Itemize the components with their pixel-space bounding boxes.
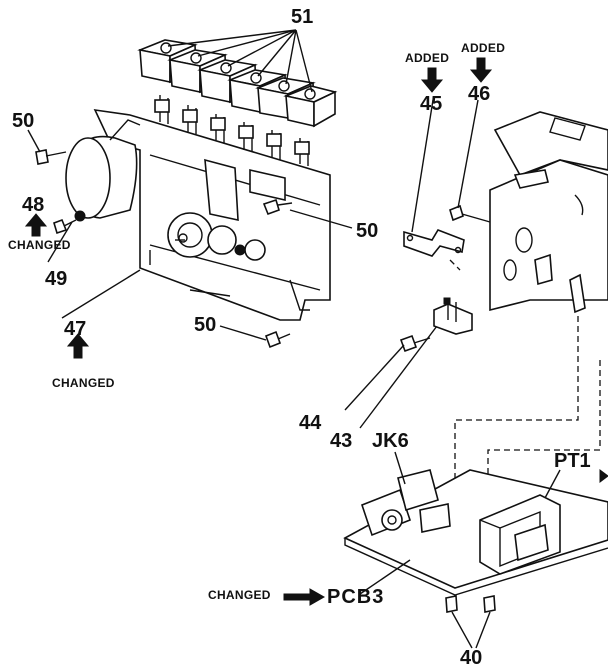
motor [65, 119, 141, 219]
arrow-changed-47 [66, 333, 90, 359]
callout-49: 49 [45, 268, 68, 290]
screw-50-bottom [264, 330, 291, 349]
screw-46 [449, 99, 491, 223]
label-pcb3: PCB3 [327, 586, 385, 608]
callout-50-top-left: 50 [12, 110, 35, 132]
screw-48 [53, 218, 77, 235]
tag-changed-pcb3: CHANGED [208, 588, 271, 602]
bracket-43 [433, 297, 473, 335]
tag-changed-47: CHANGED [52, 376, 115, 390]
callout-50-bottom: 50 [194, 314, 217, 336]
callout-50-right: 50 [356, 220, 379, 242]
pt1-leader [544, 469, 561, 499]
tag-added-46: ADDED [461, 41, 506, 55]
arrow-added-45 [420, 67, 444, 93]
callout-47: 47 [64, 318, 87, 340]
screws-40 [445, 595, 496, 649]
callout-45: 45 [420, 93, 443, 115]
arrow-changed-48 [24, 213, 48, 237]
callout-46: 46 [468, 83, 491, 105]
label-jk6: JK6 [372, 430, 409, 452]
callout-51-leaders [167, 29, 313, 93]
button-keycaps [137, 39, 338, 128]
screw-50-top-left [35, 149, 67, 165]
arrow-changed-pcb3 [283, 588, 326, 606]
label-pt1: PT1 [554, 450, 591, 472]
screw-44 [399, 334, 431, 353]
pcb3-board [343, 469, 608, 596]
tag-changed-48: CHANGED [8, 238, 71, 252]
arrow-pt1-partial [599, 469, 608, 483]
screw-leaders [27, 129, 441, 429]
callout-51: 51 [291, 6, 314, 28]
pcb3-leader [359, 559, 411, 595]
callout-48: 48 [22, 194, 45, 216]
callout-44: 44 [299, 412, 322, 434]
screw-50-right [262, 198, 293, 216]
callout-40: 40 [460, 647, 483, 669]
tag-added-45: ADDED [405, 51, 450, 65]
bracket-45 [403, 99, 465, 257]
callout-43: 43 [330, 430, 353, 452]
right-chassis [489, 111, 608, 314]
jk6-leader [394, 451, 406, 485]
washer-49 [74, 210, 86, 222]
arrow-added-46 [469, 57, 493, 83]
